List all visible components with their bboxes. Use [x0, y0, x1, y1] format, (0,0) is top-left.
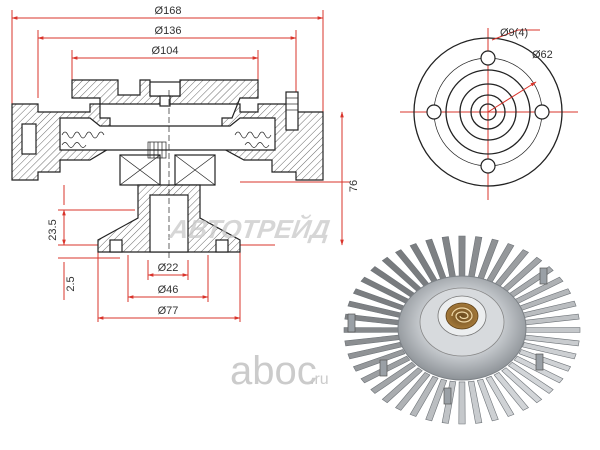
dim-d62: Ø62	[532, 49, 553, 61]
dim-h23_5: 23.5	[47, 219, 59, 240]
dim-d22: Ø22	[158, 262, 179, 274]
stud-bolt	[285, 91, 299, 131]
springs	[61, 131, 272, 148]
cooling-fin	[425, 378, 448, 422]
section-view: Ø168 Ø136 Ø104 76 23.5 2.5 Ø22 Ø46 Ø77	[11, 5, 360, 322]
fan-clutch-photo	[343, 235, 581, 425]
flange-view: Ø9(4) Ø62	[400, 27, 578, 200]
cooling-fin	[485, 375, 515, 417]
bolt-hole	[426, 104, 442, 120]
brand-watermark: aboc .ru	[230, 349, 329, 393]
svg-text:aboc: aboc	[230, 349, 317, 393]
cooling-fin	[458, 381, 466, 425]
svg-text:.ru: .ru	[310, 371, 329, 388]
cooling-fin	[476, 378, 499, 422]
cooling-fin	[395, 372, 431, 411]
bolt-hole	[534, 104, 550, 120]
cooling-fin	[381, 367, 423, 404]
cooling-fin	[458, 235, 466, 279]
dim-d46: Ø46	[158, 284, 179, 296]
cooling-fin	[518, 349, 572, 372]
cooling-fin	[522, 342, 577, 360]
dim-holes: Ø9(4)	[500, 27, 528, 39]
cooling-fin	[467, 380, 483, 424]
bimetal-cap	[149, 81, 181, 97]
dim-h2_5: 2.5	[65, 276, 77, 291]
dim-d104: Ø104	[152, 45, 179, 57]
cooling-fin	[525, 327, 581, 333]
bolt-hole	[480, 158, 496, 174]
dim-d136: Ø136	[155, 25, 182, 37]
cooling-fin	[370, 361, 417, 394]
cooling-fin	[493, 372, 529, 411]
cooling-fin	[409, 375, 439, 417]
cooling-fin	[352, 349, 406, 372]
cooling-fin	[507, 361, 554, 394]
dim-d168: Ø168	[155, 5, 182, 17]
cooling-fin	[501, 367, 543, 404]
watermark: АВТОТРЕЙД	[167, 214, 332, 244]
dim-h76: 76	[348, 180, 360, 192]
dim-d77: Ø77	[158, 305, 179, 317]
bolt-hole	[480, 50, 496, 66]
stud-bolts	[347, 267, 548, 405]
